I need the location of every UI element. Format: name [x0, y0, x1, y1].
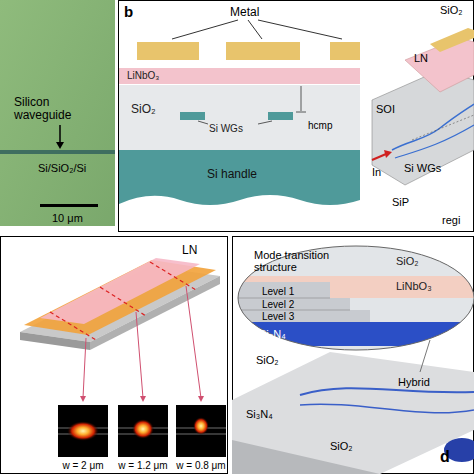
annotation-label: Level 3	[262, 311, 294, 322]
annotation-label: Level 1	[262, 286, 294, 297]
layer-label: Si handle	[207, 168, 257, 181]
annotation-label: LN	[182, 244, 197, 257]
annotation-label: Silicon waveguide	[14, 96, 94, 122]
annotation-label: Metal	[230, 6, 259, 19]
layer-band: LiNbO₃	[119, 68, 360, 84]
annotation-label: In	[372, 166, 381, 178]
annotation-label: SiO₂	[256, 354, 279, 366]
annotation-label: Level 2	[262, 299, 294, 310]
annotation-label: Si WGs	[404, 162, 441, 174]
layer-band: LiNbO₃	[392, 278, 452, 296]
annotation-label: w = 1.2 μm	[118, 460, 168, 471]
panel-letter: d	[440, 448, 450, 466]
layer-label: LiNbO₃	[396, 280, 432, 292]
annotation-label: Hybrid	[398, 376, 430, 388]
layer-label: SiO₂	[396, 255, 419, 267]
annotation-label: SiP	[392, 196, 409, 208]
annotation-label: SiO₂	[330, 440, 353, 452]
annotation-label: Si₃N₄	[246, 408, 273, 420]
annotation-label: regi	[442, 214, 460, 226]
annotation-label: SOI	[376, 103, 395, 115]
annotation-label: hcmp	[308, 120, 332, 131]
panel-letter: b	[124, 4, 133, 21]
layer-label: Si WGs	[209, 123, 243, 134]
layer-label: LiNbO₃	[127, 70, 159, 81]
layer-band: Si₃N₄	[255, 326, 315, 344]
layer-band: SiO₂ Si WGs	[119, 85, 360, 150]
annotation-label: Mode transition structure	[254, 249, 364, 273]
layer-band: Si handle	[119, 150, 360, 200]
annotation-label: w = 0.8 μm	[176, 460, 226, 471]
annotation-label: LN	[414, 52, 428, 64]
layer-label: Si₃N₄	[259, 328, 286, 340]
annotation-label: Si/SiO₂/Si	[38, 162, 86, 174]
layer-band: SiO₂	[392, 252, 452, 272]
annotation-label: 10 μm	[52, 212, 83, 224]
annotation-label: SiO₂	[440, 4, 463, 16]
layer-label: SiO₂	[131, 103, 156, 116]
annotation-label: w = 2 μm	[58, 460, 108, 471]
